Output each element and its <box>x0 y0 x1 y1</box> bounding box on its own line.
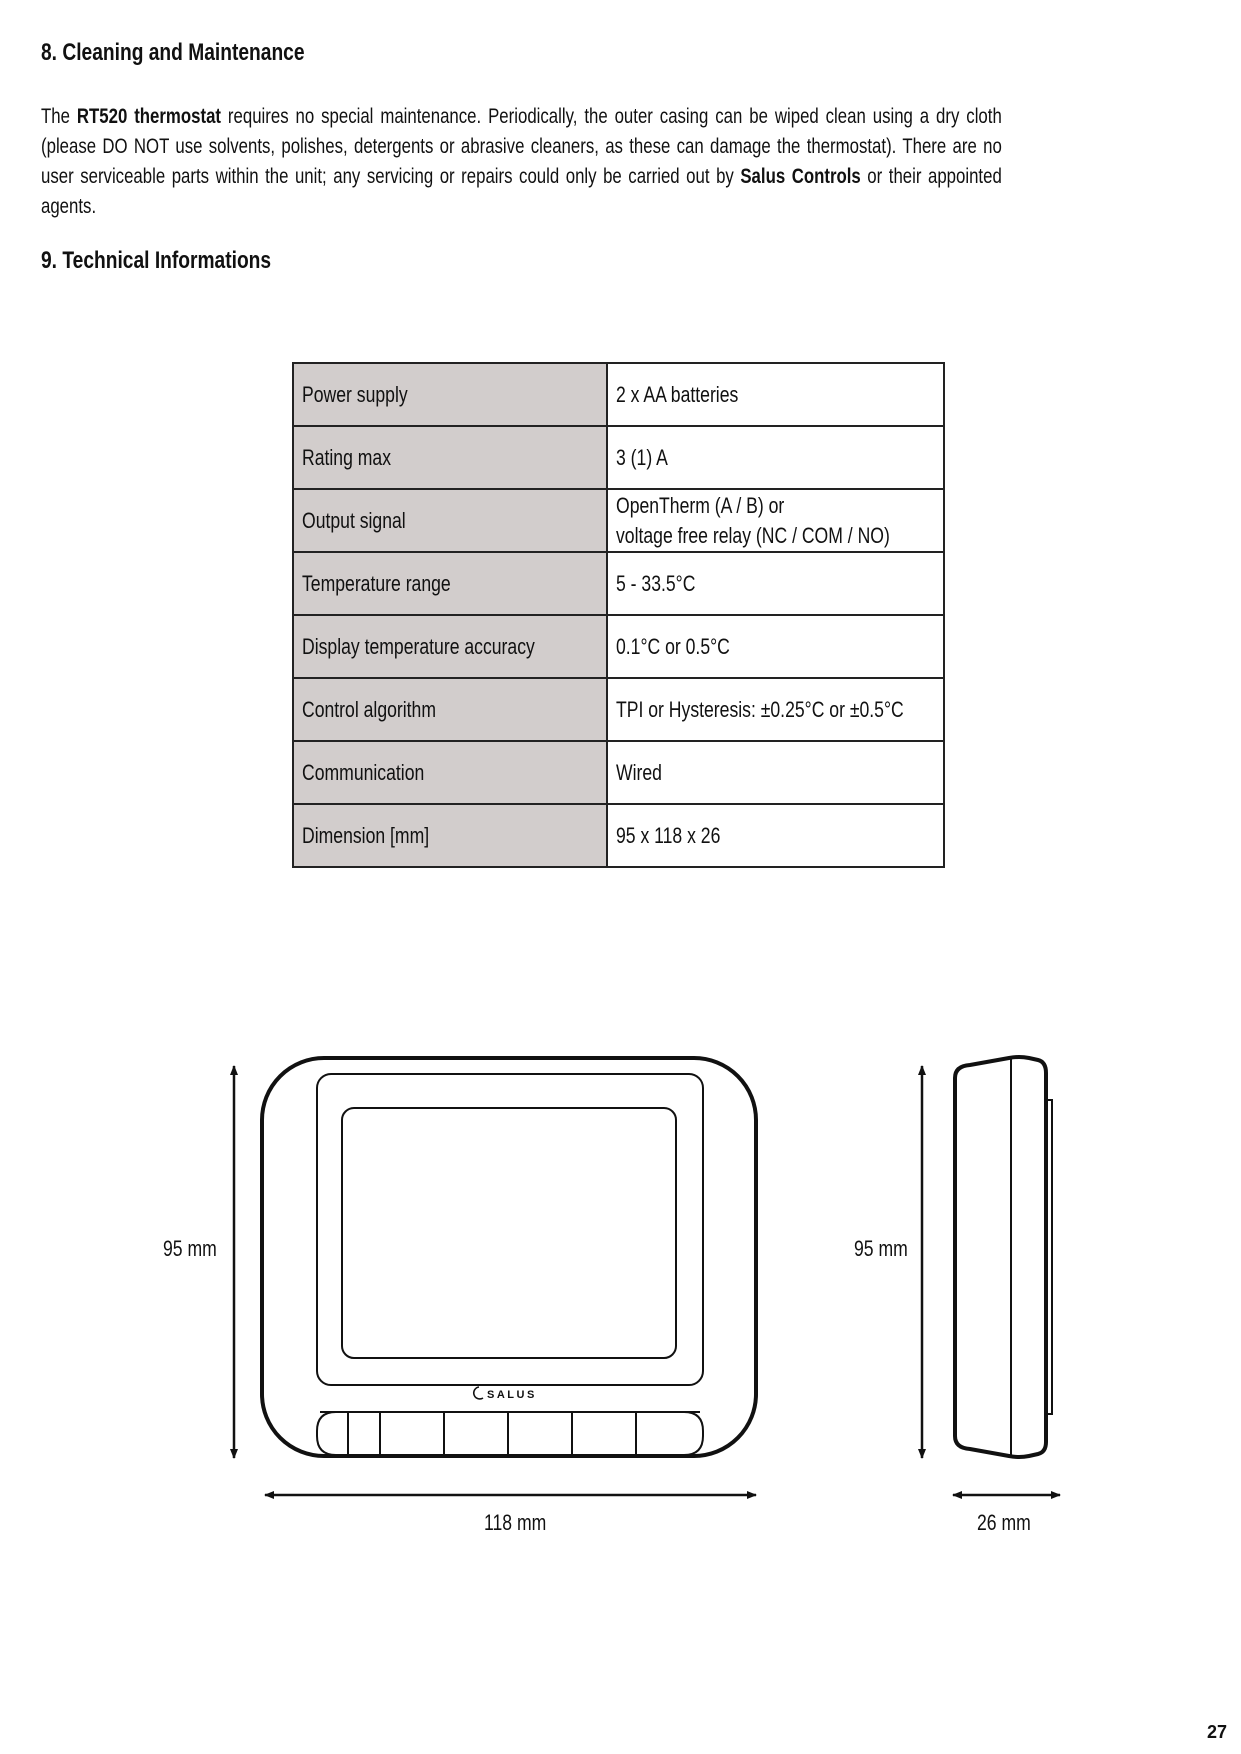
front-button <box>571 1411 637 1456</box>
front-display-screen <box>341 1107 677 1359</box>
spec-label: Power supply <box>302 381 408 407</box>
front-view <box>260 1056 758 1458</box>
side-height-label: 95 mm <box>854 1236 908 1261</box>
spec-label: Rating max <box>302 444 392 470</box>
spec-label-cell: Output signal <box>292 488 608 553</box>
spec-value: Wired <box>616 759 662 785</box>
spec-label-cell: Control algorithm <box>292 677 608 742</box>
front-height-label: 95 mm <box>163 1236 217 1261</box>
spec-row: Dimension [mm] 95 x 118 x 26 <box>292 803 945 868</box>
spec-label-cell: Power supply <box>292 362 608 427</box>
front-button <box>316 1411 349 1456</box>
dimension-arrows <box>230 1065 1061 1499</box>
spec-value-cell: Wired <box>606 740 945 805</box>
maintenance-paragraph: The RT520 thermostat requires no special… <box>41 105 1002 218</box>
spec-value: OpenTherm (A / B) or <box>616 492 785 518</box>
front-width-label: 118 mm <box>484 1510 547 1535</box>
spec-value: 3 (1) A <box>616 444 668 470</box>
spec-label-cell: Communication <box>292 740 608 805</box>
spec-value-cell: TPI or Hysteresis: ±0.25°C or ±0.5°C <box>606 677 945 742</box>
spec-row: Control algorithm TPI or Hysteresis: ±0.2… <box>292 677 945 742</box>
spec-value: 2 x AA batteries <box>616 381 739 407</box>
front-button <box>635 1411 704 1456</box>
spec-label: Communication <box>302 759 425 785</box>
front-button <box>443 1411 509 1456</box>
spec-row: Communication Wired <box>292 740 945 805</box>
spec-label: Temperature range <box>302 570 451 596</box>
front-button <box>379 1411 445 1456</box>
spec-value: 95 x 118 x 26 <box>616 822 721 848</box>
side-depth-label: 26 mm <box>977 1510 1031 1535</box>
spec-value-cell: 3 (1) A <box>606 425 945 490</box>
spec-row: Temperature range 5 - 33.5°C <box>292 551 945 616</box>
spec-value-cell: 0.1°C or 0.5°C <box>606 614 945 679</box>
side-view <box>953 1055 1053 1459</box>
spec-label: Output signal <box>302 507 406 533</box>
spec-value-cell: OpenTherm (A / B) or voltage free relay (… <box>606 488 945 553</box>
spec-row: Rating max 3 (1) A <box>292 425 945 490</box>
spec-value: voltage free relay (NC / COM / NO) <box>616 522 890 548</box>
spec-row: Display temperature accuracy 0.1°C or 0.5… <box>292 614 945 679</box>
spec-value: 0.1°C or 0.5°C <box>616 633 730 659</box>
front-display-bezel <box>316 1073 704 1386</box>
front-button <box>507 1411 573 1456</box>
side-outer-casing <box>953 1055 1048 1459</box>
spec-label-cell: Dimension [mm] <box>292 803 608 868</box>
spec-label: Display temperature accuracy <box>302 633 535 659</box>
salus-logo: SALUS <box>473 1386 537 1401</box>
spec-label: Dimension [mm] <box>302 822 430 848</box>
spec-value-cell: 2 x AA batteries <box>606 362 945 427</box>
spec-value-cell: 95 x 118 x 26 <box>606 803 945 868</box>
spec-value: 5 - 33.5°C <box>616 570 696 596</box>
section-9-heading: 9. Technical Informations <box>41 247 272 274</box>
spec-row: Power supply 2 x AA batteries <box>292 362 945 427</box>
page-number: 27 <box>1206 1722 1227 1742</box>
spec-label-cell: Rating max <box>292 425 608 490</box>
spec-value-cell: 5 - 33.5°C <box>606 551 945 616</box>
section-8-heading: 8. Cleaning and Maintenance <box>41 39 305 66</box>
spec-row: Output signal OpenTherm (A / B) or voltage… <box>292 488 945 553</box>
spec-label-cell: Display temperature accuracy <box>292 614 608 679</box>
svg-text:SALUS: SALUS <box>487 1389 537 1401</box>
spec-value: TPI or Hysteresis: ±0.25°C or ±0.5°C <box>616 696 904 722</box>
side-wall-plate <box>1046 1099 1053 1415</box>
spec-label-cell: Temperature range <box>292 551 608 616</box>
spec-label: Control algorithm <box>302 696 437 722</box>
